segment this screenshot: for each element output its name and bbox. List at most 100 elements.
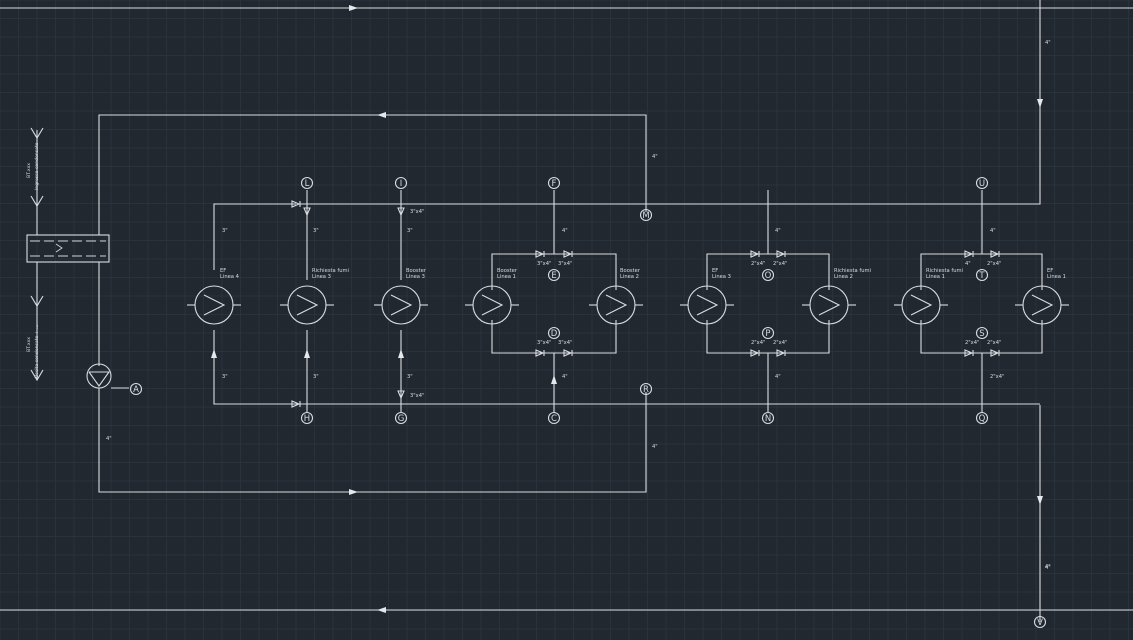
side-top-2: Ingresso condensato [34, 142, 40, 190]
svg-text:R: R [643, 385, 649, 395]
flow-arrow-icon [377, 112, 386, 118]
pipe-size-label: 3"x4" [410, 393, 424, 399]
exchanger-label-1: Richiesta fumi [312, 268, 349, 274]
check-valve-icon [964, 349, 974, 357]
pipe-size-label: 4" [775, 228, 781, 234]
node-a: A [129, 382, 143, 396]
check-valve-icon [397, 390, 405, 400]
svg-text:N: N [765, 414, 771, 424]
pipe-size-label: 4" [1045, 564, 1051, 570]
check-valve-icon [750, 250, 760, 258]
pipe-size-label: 4" [965, 261, 971, 267]
svg-text:G: G [398, 414, 405, 424]
pipe-size-label: 2"x4" [751, 340, 765, 346]
heat-exchanger-box [26, 234, 110, 263]
node-t: T [975, 268, 989, 282]
pipe-size-label: 4" [652, 444, 658, 450]
pipe-size-label: 4" [106, 436, 112, 442]
node-n: N [761, 411, 775, 425]
check-valve-icon [990, 250, 1000, 258]
pipe-size-label: 3"x4" [410, 209, 424, 215]
exchanger-label-1: Booster [497, 268, 518, 274]
exchanger-label-1: EF [220, 268, 226, 274]
svg-text:V: V [1037, 618, 1043, 628]
pipe-size-label: 3" [407, 374, 413, 380]
check-valve-icon [750, 349, 760, 357]
exchanger-label-1: Richiesta fumi [834, 268, 871, 274]
svg-text:D: D [551, 329, 558, 339]
pipe-size-label: 3" [407, 228, 413, 234]
node-s: S [975, 326, 989, 340]
check-valve-icon [990, 349, 1000, 357]
heat-exchanger-icon [465, 285, 519, 325]
exchanger-label-2: Linea 1 [1047, 274, 1066, 280]
flow-arrow-icon [349, 5, 358, 11]
check-valve-icon [964, 250, 974, 258]
flow-arrow-icon [398, 349, 404, 358]
pipe-size-label: 4" [562, 374, 568, 380]
check-valve-icon [563, 349, 573, 357]
flow-arrow-icon [211, 349, 217, 358]
flow-arrow-icon [1037, 99, 1043, 108]
exchanger-label-2: Linea 4 [220, 274, 240, 280]
pipe-size-label: 3" [313, 374, 319, 380]
node-d: D [547, 326, 561, 340]
node-q: Q [975, 411, 989, 425]
pump-icon [86, 363, 112, 389]
node-m: M [639, 208, 653, 222]
node-p: P [761, 326, 775, 340]
node-i: I [394, 176, 408, 190]
exchanger-label-1: Richiesta fumi [926, 268, 963, 274]
check-valve-icon [776, 250, 786, 258]
pipe-size-label: 2"x4" [773, 340, 787, 346]
pipe-size-labels: 4"4"3"3"3"3"3"3"3"x4"3"x4"4"3"x4"3"x4"3"… [106, 40, 1051, 571]
node-e: E [547, 268, 561, 282]
pipe-size-label: 4" [990, 228, 996, 234]
pipe-size-label: 3"x4" [558, 261, 572, 267]
pipe-size-label: 4" [652, 154, 658, 160]
exchanger-label-1: Booster [406, 268, 427, 274]
pipe-size-label: 4" [1045, 40, 1051, 46]
check-valve-icon [291, 200, 301, 208]
heat-exchanger-icon [280, 285, 334, 325]
flow-arrow-icon [377, 607, 386, 613]
condensate-labels: BT.xxx Ingresso condensato BT.xxx Uscita… [26, 142, 40, 378]
heat-exchanger-icon [680, 285, 734, 325]
svg-text:A: A [133, 385, 139, 395]
exchanger-label-2: Linea 3 [312, 274, 331, 280]
node-v: V [1033, 615, 1047, 629]
exchanger-label-2: Linea 1 [497, 274, 516, 280]
heat-exchanger-icon [894, 285, 948, 325]
flow-arrow-icon [1037, 496, 1043, 505]
pipe-size-label: 3" [313, 228, 319, 234]
exchanger-label-1: Booster [620, 268, 641, 274]
check-valve-icon [535, 250, 545, 258]
pipe-size-label: 2"x4" [987, 261, 1001, 267]
heat-exchanger-icon [187, 285, 241, 325]
condensate-chevrons [30, 127, 44, 382]
svg-text:S: S [979, 329, 984, 339]
node-c: C [547, 411, 561, 425]
heat-exchanger-icon [374, 285, 428, 325]
pipe-size-label: 2"x4" [990, 374, 1004, 380]
exchanger-label-2: Linea 3 [712, 274, 731, 280]
svg-text:M: M [642, 211, 649, 221]
node-o: O [761, 268, 775, 282]
check-valves [291, 200, 1000, 408]
flow-arrow-icon [304, 349, 310, 358]
svg-text:U: U [979, 179, 985, 189]
pipe-size-label: 2"x4" [751, 261, 765, 267]
svg-text:H: H [304, 414, 310, 424]
pipe-network [0, 0, 1133, 622]
exchanger-label-2: Linea 1 [926, 274, 945, 280]
pipe-size-label: 4" [775, 374, 781, 380]
side-bot-2: Uscita condensato + ... [34, 324, 40, 378]
svg-text:I: I [400, 179, 403, 189]
heat-exchanger-icon [1015, 285, 1069, 325]
exchanger-label-1: EF [1047, 268, 1053, 274]
check-valve-icon [563, 250, 573, 258]
node-u: U [975, 176, 989, 190]
pipe-size-label: 3"x4" [537, 261, 551, 267]
